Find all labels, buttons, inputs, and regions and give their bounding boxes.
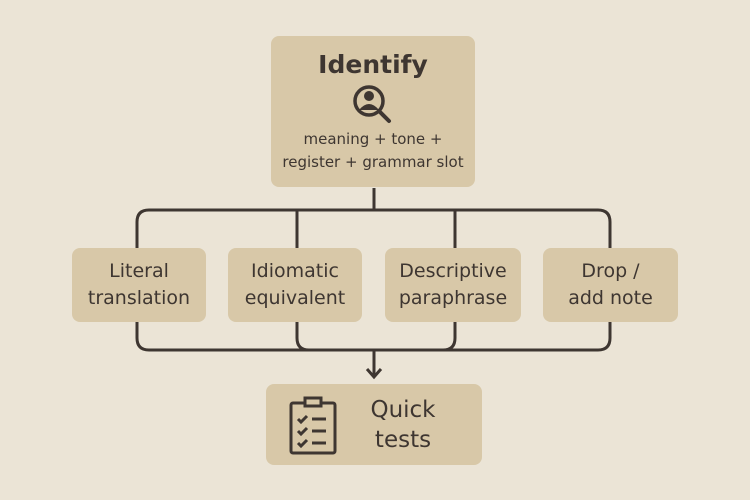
option-label: add note [568, 287, 653, 309]
identify-box: Identify meaning + tone + register + gra… [271, 36, 475, 187]
connector-top-bus [135, 208, 612, 248]
option-descriptive-paraphrase: Descriptive paraphrase [385, 248, 521, 322]
identify-title: Identify [318, 50, 428, 79]
quick-tests-line2: tests [374, 426, 432, 453]
option-literal-translation: Literal translation [72, 248, 206, 322]
option-label: Drop / [581, 260, 640, 282]
option-label: paraphrase [398, 287, 508, 309]
clipboard-checklist-icon [289, 396, 337, 454]
quick-tests-box: Quick tests [266, 384, 482, 465]
option-label: equivalent [244, 287, 346, 309]
identify-line2: register + grammar slot [282, 153, 464, 171]
option-label: translation [87, 287, 191, 309]
option-label: Literal [109, 260, 169, 282]
user-search-icon [353, 85, 391, 123]
option-idiomatic-equivalent: Idiomatic equivalent [228, 248, 362, 322]
connector-bottom-rises [295, 322, 457, 352]
option-label: Descriptive [399, 260, 507, 282]
connector-top-drops [295, 210, 457, 248]
identify-line1: meaning + tone + [303, 130, 443, 148]
arrow-down-icon [365, 350, 383, 380]
connector-bottom-bus [135, 322, 612, 352]
quick-tests-line1: Quick [370, 396, 436, 423]
option-drop-add-note: Drop / add note [543, 248, 678, 322]
option-label: Idiomatic [251, 260, 339, 282]
